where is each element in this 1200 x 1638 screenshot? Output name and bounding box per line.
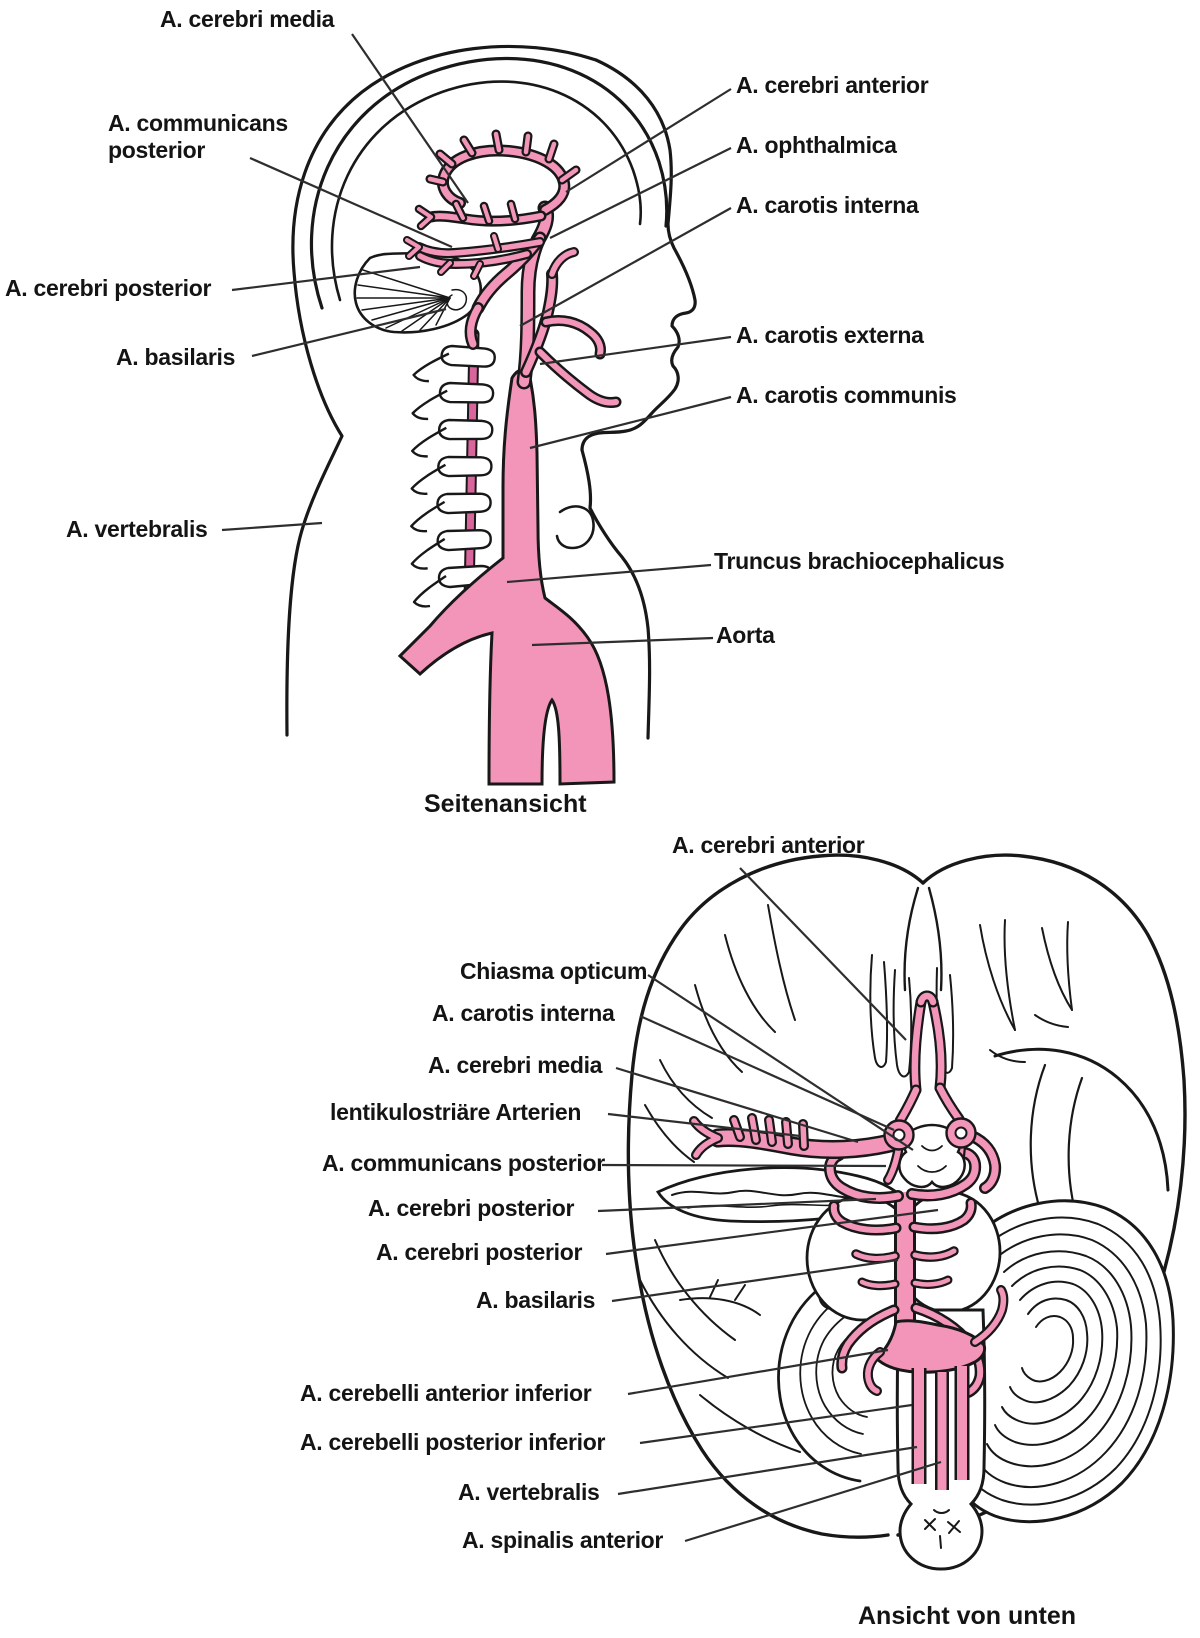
leader-line xyxy=(221,521,323,532)
bottom-view-illustration xyxy=(597,853,1187,1571)
label-aorta: Aorta xyxy=(716,622,775,648)
leader-line xyxy=(529,395,732,450)
leader-line xyxy=(647,974,914,1151)
label-a-cerebri-anterior: A. cerebri anterior xyxy=(736,72,929,98)
leader-line xyxy=(601,1163,887,1168)
label-b-a-communicans-posterior: A. communicans posterior xyxy=(322,1150,605,1176)
leader-line xyxy=(605,1208,939,1256)
label-b-a-cerebelli-anterior-inferior: A. cerebelli anterior inferior xyxy=(300,1380,592,1406)
label-a-vertebralis: A. vertebralis xyxy=(66,516,208,542)
bottom-view-leader-lines xyxy=(597,867,942,1543)
leader-line xyxy=(351,33,469,204)
leader-line xyxy=(639,1403,913,1445)
side-view-caption: Seitenansicht xyxy=(424,790,587,818)
label-a-cerebri-posterior: A. cerebri posterior xyxy=(5,275,212,301)
skull-inner-arc xyxy=(330,80,643,302)
leader-line xyxy=(597,1197,877,1213)
label-a-basilaris: A. basilaris xyxy=(116,344,236,370)
bottom-arteries xyxy=(694,996,1003,1490)
leader-line xyxy=(611,1258,899,1303)
leader-line xyxy=(639,1014,895,1132)
leader-line xyxy=(549,147,732,239)
leader-line xyxy=(539,335,732,366)
leader-line xyxy=(615,1066,859,1144)
cortical-vessel-twig xyxy=(679,1279,761,1316)
leader-line xyxy=(684,1460,942,1543)
label-b-a-cerebri-posterior-2: A. cerebri posterior xyxy=(376,1239,583,1265)
leader-line xyxy=(249,156,453,249)
label-b-a-basilaris: A. basilaris xyxy=(476,1287,596,1313)
leader-line xyxy=(627,1348,889,1396)
shoulder-curl xyxy=(555,505,595,550)
side-view-illustration xyxy=(221,33,732,786)
leader-line xyxy=(506,563,712,584)
label-b-a-carotis-interna: A. carotis interna xyxy=(432,1000,615,1026)
side-view-leader-lines xyxy=(221,33,732,647)
label-a-ophthalmica: A. ophthalmica xyxy=(736,132,897,158)
cerebellum-side xyxy=(353,251,482,334)
label-b-a-cerebri-posterior-1: A. cerebri posterior xyxy=(368,1195,575,1221)
leader-line xyxy=(231,265,421,292)
leader-line xyxy=(565,88,732,193)
label-a-carotis-interna: A. carotis interna xyxy=(736,192,919,218)
aorta-carotid-complex xyxy=(397,369,616,786)
cerebellum-right xyxy=(958,1199,1175,1524)
label-b-a-cerebri-media: A. cerebri media xyxy=(428,1052,603,1078)
bottom-view-caption: Ansicht von unten xyxy=(858,1602,1077,1630)
label-a-carotis-communis: A. carotis communis xyxy=(736,382,957,408)
head-outline xyxy=(285,44,697,740)
leader-line xyxy=(617,1445,918,1496)
label-b-a-cerebri-anterior: A. cerebri anterior xyxy=(672,832,865,858)
label-truncus-brachiocephalicus: Truncus brachiocephalicus xyxy=(714,548,1005,574)
label-b-a-spinalis-anterior: A. spinalis anterior xyxy=(462,1527,664,1553)
label-a-communicans-posterior: A. communicans posterior xyxy=(108,110,288,164)
cervical-vertebrae xyxy=(410,344,496,608)
carotid-stump-right xyxy=(945,1117,977,1149)
leader-line xyxy=(519,207,732,327)
leader-line xyxy=(531,636,714,647)
leader-line xyxy=(607,1112,801,1138)
label-b-chiasma-opticum: Chiasma opticum xyxy=(460,958,648,984)
leader-line xyxy=(251,307,447,358)
label-b-lentikulostriaere-arterien: lentikulostriäre Arterien xyxy=(330,1099,582,1125)
label-b-a-vertebralis: A. vertebralis xyxy=(458,1479,600,1505)
label-a-cerebri-media: A. cerebri media xyxy=(160,6,335,32)
label-a-carotis-externa: A. carotis externa xyxy=(736,322,924,348)
label-b-a-cerebelli-posterior-inferior: A. cerebelli posterior inferior xyxy=(300,1429,606,1455)
leader-line xyxy=(739,867,907,1041)
